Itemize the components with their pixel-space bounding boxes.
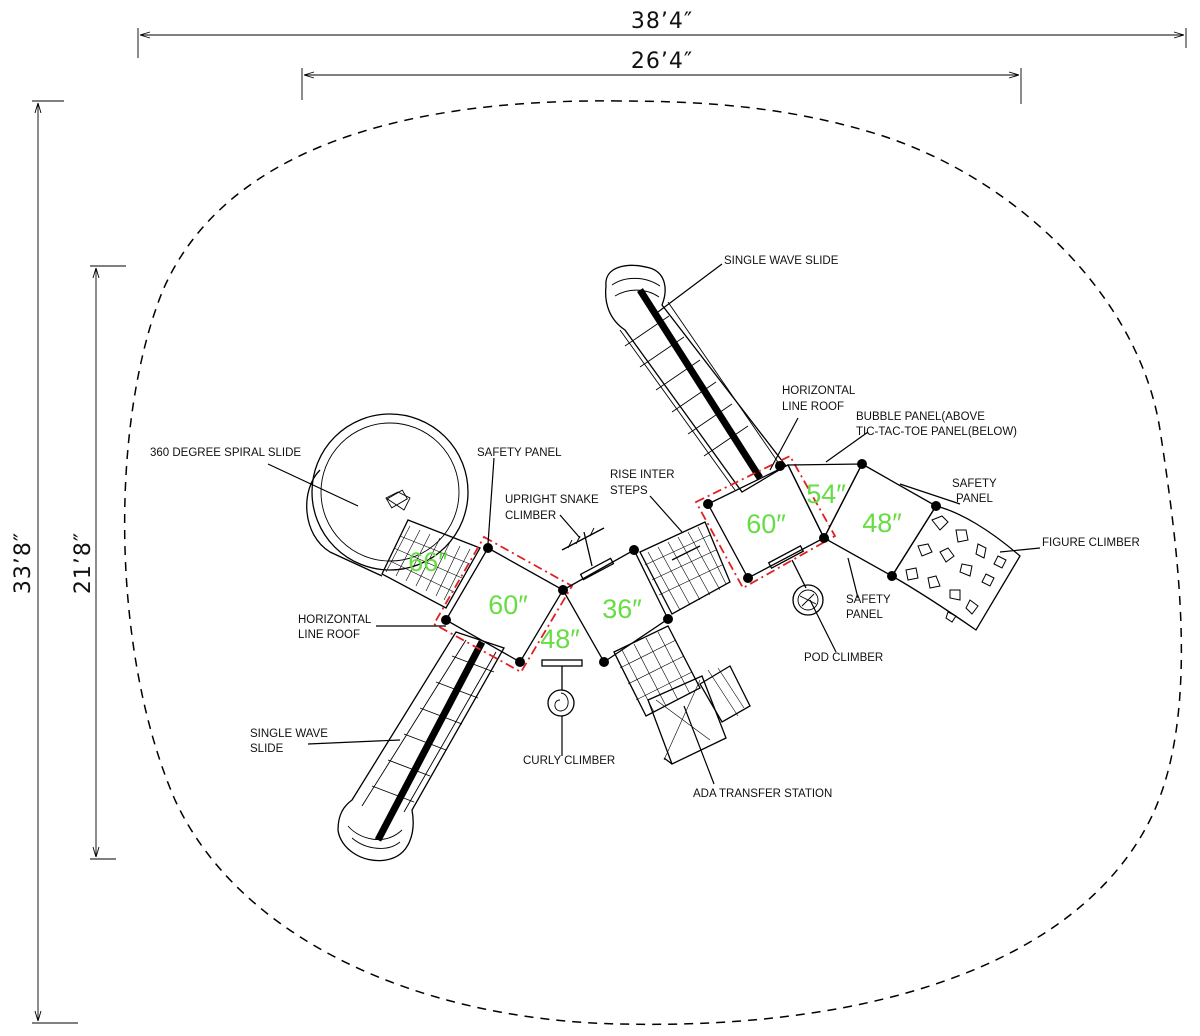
callout-bubble-panel-line2: TIC-TAC-TOE PANEL(BELOW) — [856, 426, 1017, 438]
callout-horizontal-line-roof-right-line1: HORIZONTAL — [782, 385, 856, 397]
deck-height-right: 60″ — [746, 509, 786, 539]
deck-height-left: 60″ — [488, 590, 528, 620]
structure-width-label: 26’4″ — [631, 49, 693, 74]
deck-height-right-upper: 54″ — [806, 479, 846, 509]
callout-rise-inter-steps-line1: RISE INTER — [610, 469, 675, 481]
single-wave-slide-top — [604, 264, 787, 493]
callout-safety-panel-lower-line2: PANEL — [846, 609, 883, 621]
structure-posts — [441, 459, 941, 667]
callout-pod-climber: POD CLIMBER — [804, 652, 883, 664]
dimension-structure-depth: 21’8″ — [71, 265, 126, 860]
callout-single-wave-slide-bottom-line1: SINGLE WAVE — [250, 728, 328, 740]
pod-climber — [767, 545, 824, 616]
callout-leaders — [267, 263, 1041, 785]
rise-inter-steps — [639, 521, 731, 615]
callout-spiral-slide: 360 DEGREE SPIRAL SLIDE — [150, 447, 301, 459]
callout-horizontal-line-roof-right-line2: LINE ROOF — [782, 401, 844, 413]
overall-depth-label: 33’8″ — [11, 532, 36, 594]
callout-ada-transfer-station: ADA TRANSFER STATION — [693, 788, 832, 800]
single-wave-slide-bottom — [337, 631, 505, 862]
callout-curly-climber: CURLY CLIMBER — [523, 755, 615, 767]
ada-transfer-station — [613, 625, 751, 765]
callout-safety-panel-lower-line1: SAFETY — [846, 594, 891, 606]
dimension-overall-width: 38’4″ — [137, 9, 1187, 58]
callout-figure-climber: FIGURE CLIMBER — [1042, 537, 1140, 549]
callout-safety-panel-right-line1: SAFETY — [952, 478, 997, 490]
dimension-overall-depth: 33’8″ — [11, 100, 78, 1024]
callout-safety-panel-left: SAFETY PANEL — [477, 447, 562, 459]
callout-rise-inter-steps-line2: STEPS — [610, 485, 648, 497]
callout-horizontal-line-roof-left-line2: LINE ROOF — [298, 629, 360, 641]
upright-snake-climber — [561, 527, 615, 581]
figure-climber — [891, 505, 1021, 631]
dimension-structure-width: 26’4″ — [301, 49, 1022, 104]
callout-horizontal-line-roof-left-line1: HORIZONTAL — [298, 614, 372, 626]
spiral-slide-platform — [381, 519, 481, 609]
deck-height-spiral: 66″ — [408, 547, 448, 577]
deck-height-left-lower: 48″ — [540, 624, 580, 654]
safety-use-zone-boundary — [123, 100, 1183, 1026]
callout-safety-panel-right-line2: PANEL — [956, 493, 993, 505]
deck-height-far-right: 48″ — [862, 508, 902, 538]
callout-upright-snake-line2: CLIMBER — [505, 510, 556, 522]
curly-climber — [541, 659, 583, 717]
callout-single-wave-slide-bottom-line2: SLIDE — [250, 743, 284, 755]
callout-bubble-panel-line1: BUBBLE PANEL(ABOVE — [856, 411, 985, 423]
callout-single-wave-slide-top: SINGLE WAVE SLIDE — [724, 255, 839, 267]
structure-depth-label: 21’8″ — [71, 532, 96, 594]
callout-upright-snake-line1: UPRIGHT SNAKE — [505, 494, 599, 506]
deck-height-center: 36″ — [602, 594, 642, 624]
overall-width-label: 38’4″ — [631, 9, 693, 34]
